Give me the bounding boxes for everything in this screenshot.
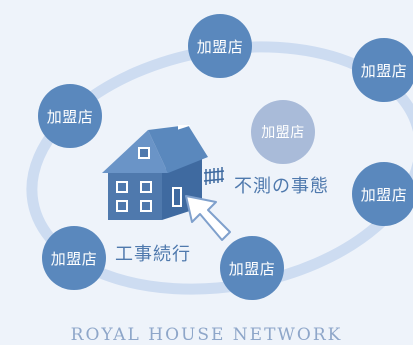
member-node-center: 加盟店 (251, 100, 315, 164)
member-label: 加盟店 (261, 125, 305, 141)
member-node-top: 加盟店 (188, 14, 252, 78)
member-node-left: 加盟店 (38, 84, 102, 148)
member-node-right: 加盟店 (352, 162, 413, 226)
construction-continues-label: 工事続行 (115, 244, 191, 265)
member-label: 加盟店 (360, 185, 408, 204)
member-label: 加盟店 (46, 107, 94, 126)
member-node-bottom-left: 加盟店 (42, 226, 106, 290)
member-label: 加盟店 (360, 61, 408, 80)
unexpected-event-label: 不測の事態 (234, 176, 329, 197)
arrow-cursor-icon (185, 195, 231, 241)
house-icon (102, 125, 225, 220)
member-label: 加盟店 (196, 37, 244, 56)
member-node-right-top: 加盟店 (352, 38, 413, 102)
network-footer-title: ROYAL HOUSE NETWORK (70, 325, 343, 345)
member-node-bottom: 加盟店 (220, 236, 284, 300)
member-label: 加盟店 (50, 249, 98, 268)
member-label: 加盟店 (228, 259, 276, 278)
